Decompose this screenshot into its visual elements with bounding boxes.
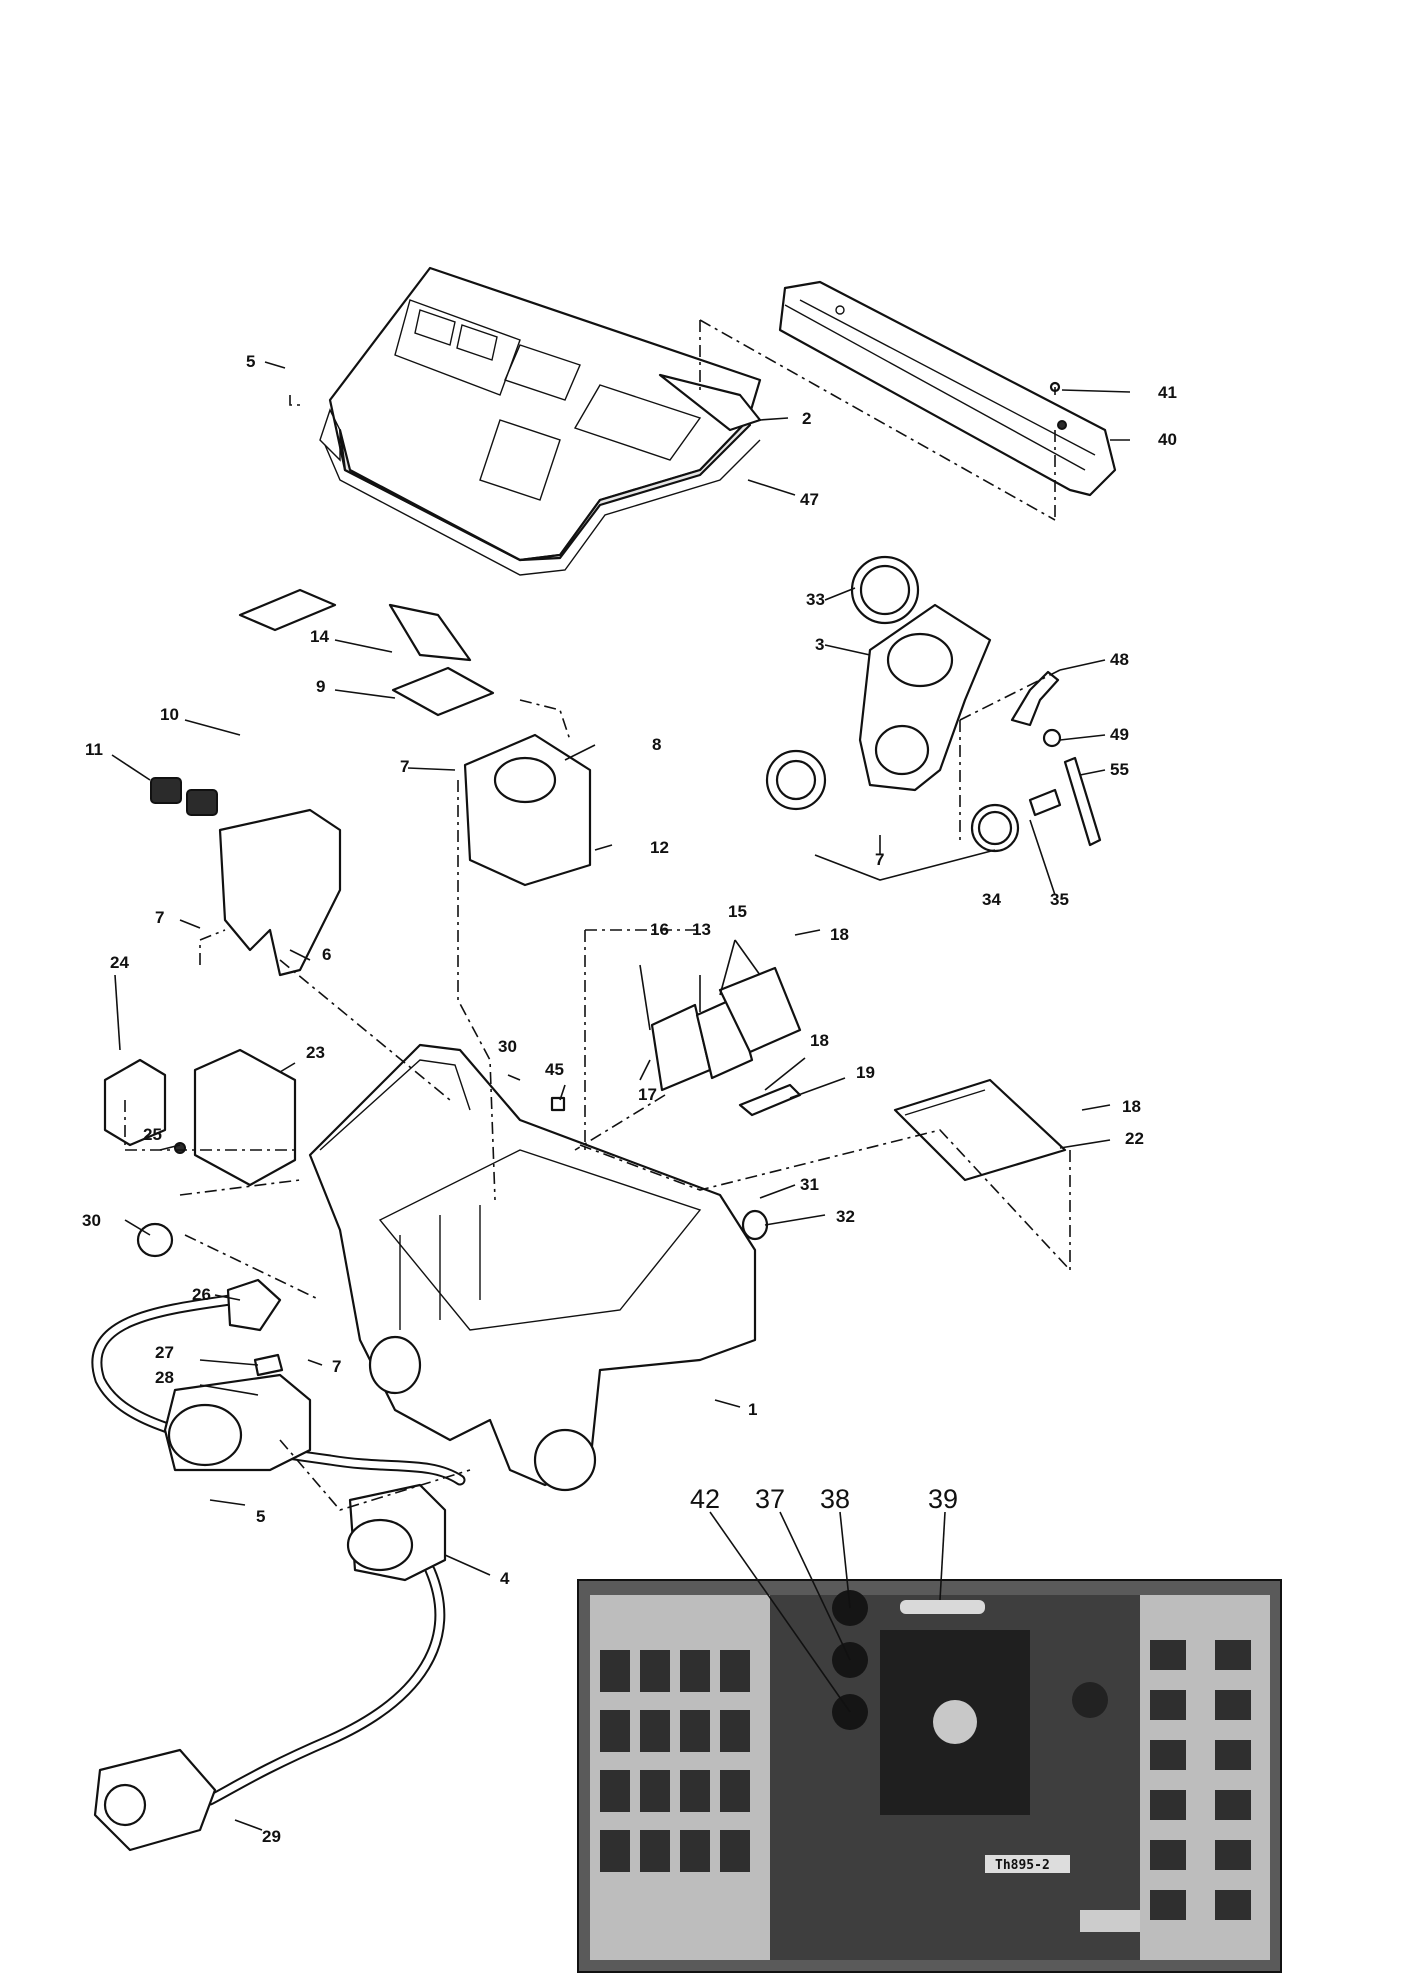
callout-22: 22 <box>1125 1129 1144 1148</box>
callout-25: 24 <box>110 953 129 972</box>
gauge-assembly <box>765 555 1102 853</box>
callout-35: 35 <box>1050 890 1069 909</box>
callout-12: 12 <box>650 838 669 857</box>
board-marking: Th895-2 <box>995 1858 1050 1873</box>
part-callouts: 5 2 47 41 40 33 3 48 49 55 7 34 35 14 9 … <box>82 352 1177 1846</box>
callout-16: 16 <box>650 920 669 939</box>
rail-part <box>778 280 1117 497</box>
callout-7-left: 7 <box>155 908 164 927</box>
callout-48: 48 <box>1110 650 1129 669</box>
callout-7-box: 7 <box>400 757 409 776</box>
callout-11: 11 <box>85 740 103 759</box>
callout-26: 26 <box>192 1285 211 1304</box>
callout-30-top: 30 <box>498 1037 517 1056</box>
callout-41: 41 <box>1158 383 1177 402</box>
callout-3: 3 <box>815 635 824 654</box>
callout-32: 32 <box>836 1207 855 1226</box>
callout-13: 13 <box>692 920 711 939</box>
callout-9: 9 <box>316 677 325 696</box>
callout-8: 8 <box>652 735 661 754</box>
main-base-housing <box>136 1043 769 1492</box>
callout-7-base: 7 <box>332 1357 341 1376</box>
callout-18-mid: 18 <box>810 1031 829 1050</box>
callout-2: 2 <box>802 409 811 428</box>
callout-34: 34 <box>982 890 1001 909</box>
motor-and-cable <box>91 1278 466 1852</box>
callout-15: 15 <box>728 902 747 921</box>
callout-18-right: 18 <box>1122 1097 1141 1116</box>
callout-29: 29 <box>262 1827 281 1846</box>
callout-23: 23 <box>306 1043 325 1062</box>
callout-47: 47 <box>800 490 819 509</box>
callout-6: 6 <box>322 945 331 964</box>
photo-label-38: 38 <box>820 1484 850 1514</box>
top-cover <box>319 266 762 576</box>
callout-1: 1 <box>748 1400 757 1419</box>
callout-40: 40 <box>1158 430 1177 449</box>
callout-24: 25 <box>143 1125 162 1144</box>
callout-30-left: 30 <box>82 1211 101 1230</box>
photo-label-39: 39 <box>928 1484 958 1514</box>
callout-5-top: 5 <box>246 352 255 371</box>
callout-18-top: 18 <box>830 925 849 944</box>
callout-19: 19 <box>856 1063 875 1082</box>
callout-33: 33 <box>806 590 825 609</box>
callout-45: 45 <box>545 1060 564 1079</box>
callout-4: 4 <box>500 1569 510 1588</box>
callout-7-gauge: 7 <box>875 850 884 869</box>
switch-parts <box>150 588 592 977</box>
photo-label-37: 37 <box>755 1484 785 1514</box>
assembly-lines <box>124 319 1071 1511</box>
callout-49: 49 <box>1110 725 1129 744</box>
callout-14: 14 <box>310 627 329 646</box>
pcb-parts <box>550 966 1067 1182</box>
leader-lines <box>111 361 1131 1831</box>
pcb-photo-inset: Th895-2 42 37 38 39 <box>577 1484 1282 1973</box>
photo-label-42: 42 <box>690 1484 720 1514</box>
callout-31: 31 <box>800 1175 819 1194</box>
callout-5-bottom: 5 <box>256 1507 265 1526</box>
callout-10: 10 <box>160 705 179 724</box>
contactor-parts <box>103 1048 297 1187</box>
callout-55: 55 <box>1110 760 1129 779</box>
callout-27: 27 <box>155 1343 174 1362</box>
callout-28: 28 <box>155 1368 174 1387</box>
callout-17: 17 <box>638 1085 657 1104</box>
